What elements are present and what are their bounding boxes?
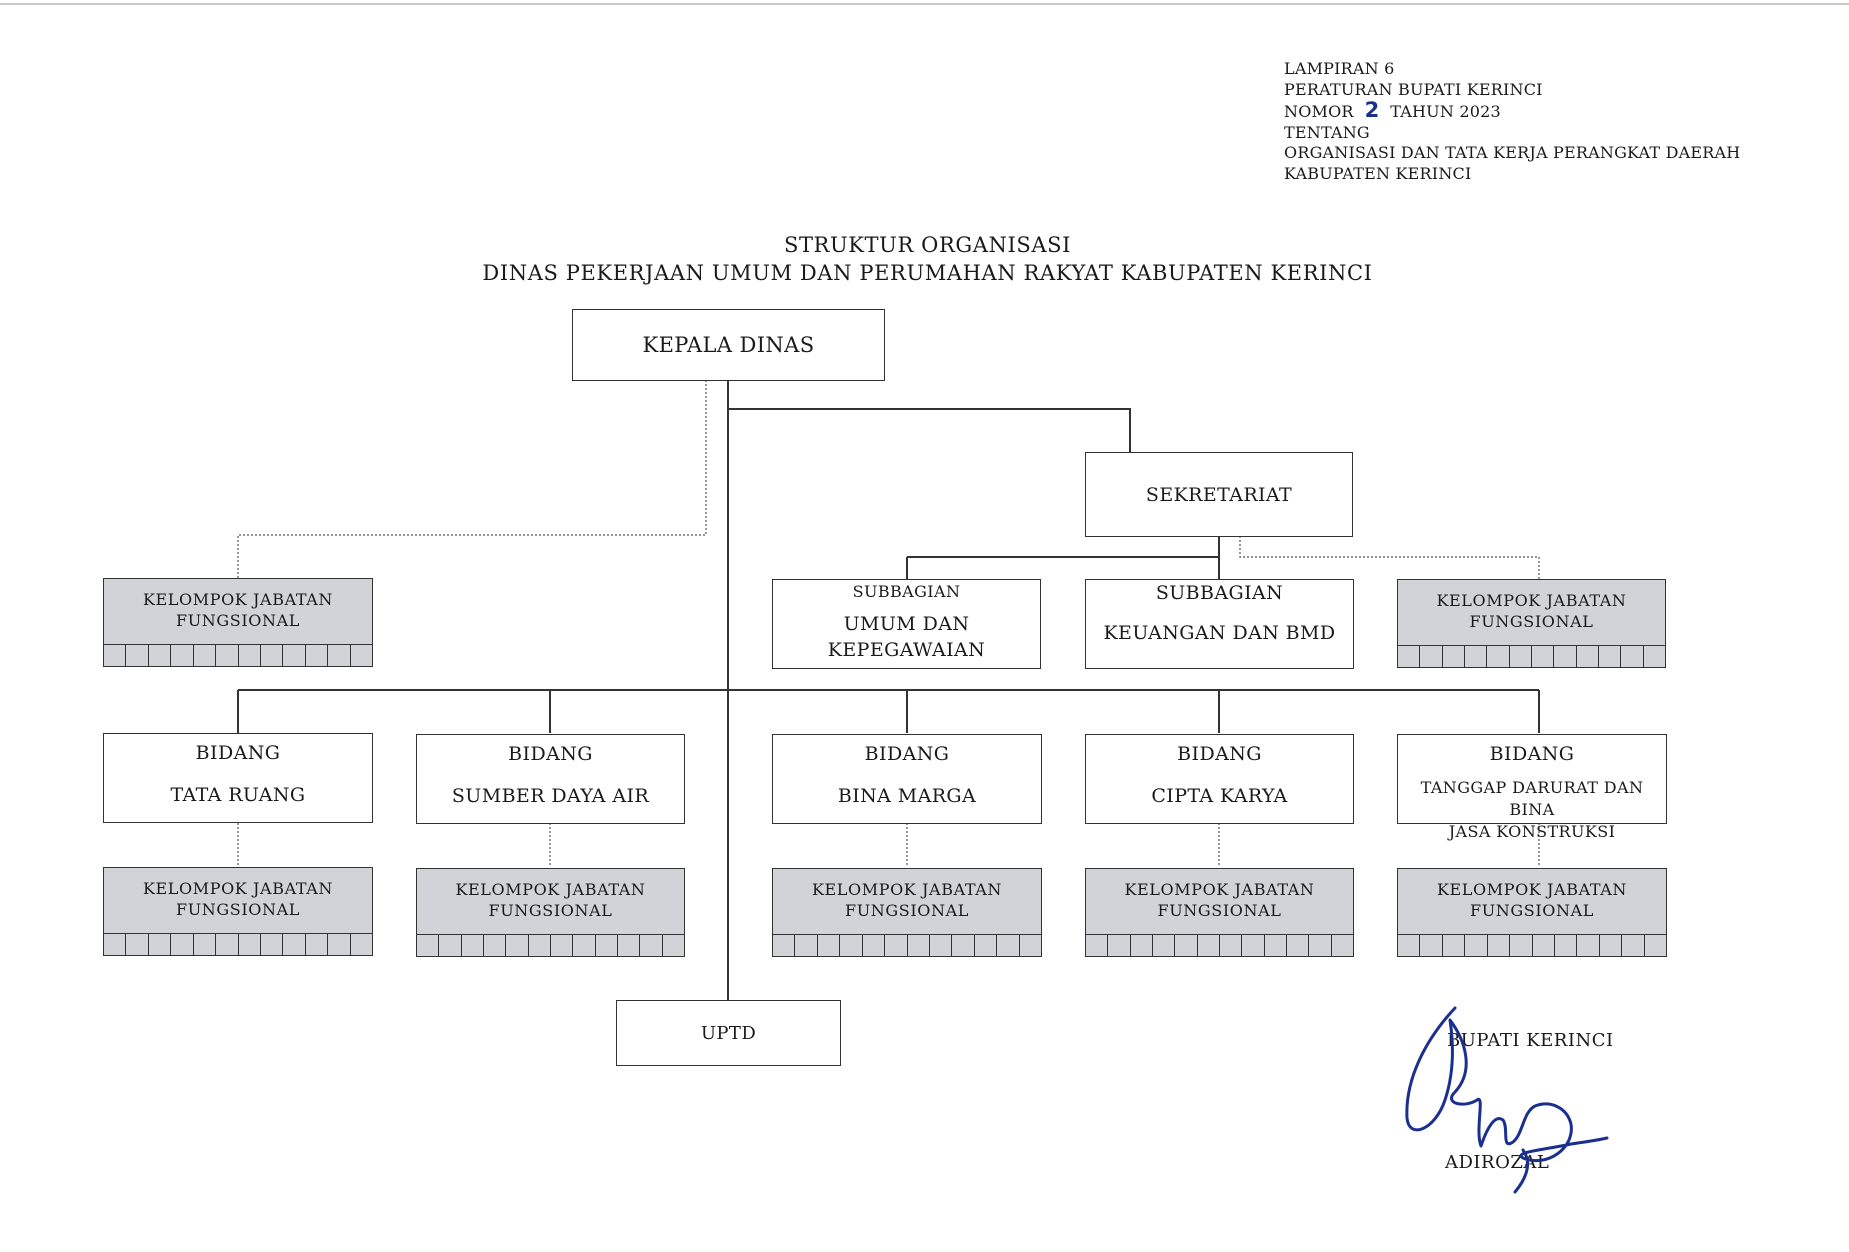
jf-grid [1398,934,1666,956]
bidang-bina-marga-box: BIDANG BINA MARGA [772,734,1042,824]
kepala-dinas-label: KEPALA DINAS [642,333,815,357]
bidang-name: BINA MARGA [837,785,977,807]
jf-line2: FUNGSIONAL [176,611,300,630]
jf-line2: FUNGSIONAL [488,901,613,920]
header-lampiran: LAMPIRAN 6 [1284,59,1395,78]
kelompok-jabatan-fungsional-sumber-daya-air-box: KELOMPOK JABATAN FUNGSIONAL [416,868,685,957]
sekretariat-box: SEKRETARIAT [1085,452,1353,537]
subbagian-umum-kepegawaian-box: SUBBAGIAN UMUM DAN KEPEGAWAIAN [772,579,1041,669]
kelompok-jabatan-fungsional-kepala-box: KELOMPOK JABATAN FUNGSIONAL [103,578,373,667]
jf-grid [773,934,1041,956]
bidang-name: TATA RUANG [170,784,306,806]
jf-grid [104,644,372,666]
uptd-box: UPTD [616,1000,841,1066]
jf-line1: KELOMPOK JABATAN [1436,880,1628,899]
subbagian-umum-line2: KEPEGAWAIAN [827,639,986,661]
jf-line1: KELOMPOK JABATAN [142,590,334,609]
jf-grid [1398,645,1665,667]
jf-line2: FUNGSIONAL [1470,901,1594,920]
subbagian-label: SUBBAGIAN [852,582,961,601]
jf-right-dotted-connector [1239,536,1540,579]
jf-line2: FUNGSIONAL [1157,901,1282,920]
bidang-label: BIDANG [508,743,593,765]
jf-line1: KELOMPOK JABATAN [1124,880,1315,899]
header-nomor: NOMOR 2 TAHUN 2023 [1284,100,1740,123]
kelompok-jabatan-fungsional-tata-ruang-box: KELOMPOK JABATAN FUNGSIONAL [103,867,373,956]
subbagian-keuangan-name: KEUANGAN DAN BMD [1103,622,1336,644]
bidang-name: TANGGAP DARURAT DAN BINA JASA KONSTRUKSI [1398,777,1666,843]
jf-line2: FUNGSIONAL [845,901,969,920]
bidang-cipta-karya-box: BIDANG CIPTA KARYA [1085,734,1354,824]
bidang-tata-ruang-box: BIDANG TATA RUANG [103,733,373,823]
kelompok-jabatan-fungsional-cipta-karya-box: KELOMPOK JABATAN FUNGSIONAL [1085,868,1354,957]
bidang-name: CIPTA KARYA [1151,785,1288,807]
bidang-name-line1: TANGGAP DARURAT DAN BINA [1420,778,1644,819]
sekretariat-connector [728,408,1131,452]
bidang-sumber-daya-air-box: BIDANG SUMBER DAYA AIR [416,734,685,824]
bidang-name-line2: JASA KONSTRUKSI [1448,822,1616,841]
bidang-label: BIDANG [864,743,950,765]
subbagian-umum-line1: UMUM DAN [843,613,970,635]
header-nomor-label: NOMOR [1284,102,1354,121]
jf-line1: KELOMPOK JABATAN [455,880,646,899]
bidang-label: BIDANG [1489,743,1575,765]
header-region: KABUPATEN KERINCI [1284,163,1472,183]
uptd-label: UPTD [700,1022,757,1044]
signature-title: BUPATI KERINCI [1447,1030,1614,1051]
header-peraturan: PERATURAN BUPATI KERINCI [1284,79,1543,99]
bidang-name: SUMBER DAYA AIR [451,785,650,807]
jf-grid [417,934,684,956]
jf-left-dotted-connector [237,380,707,578]
kepala-dinas-box: KEPALA DINAS [572,309,885,381]
jf-line1: KELOMPOK JABATAN [142,879,334,898]
bidang-label: BIDANG [195,742,281,764]
subbagian-keuangan-bmd-box: SUBBAGIAN KEUANGAN DAN BMD [1085,579,1354,669]
subbagian-label: SUBBAGIAN [1155,582,1284,604]
header-tentang: TENTANG [1284,122,1370,142]
chart-title: STRUKTUR ORGANISASI [783,233,1072,257]
header-subject: ORGANISASI DAN TATA KERJA PERANGKAT DAER… [1284,143,1741,162]
jf-line2: FUNGSIONAL [176,900,300,919]
jf-line1: KELOMPOK JABATAN [811,880,1003,899]
bidang-tanggap-darurat-box: BIDANG TANGGAP DARURAT DAN BINA JASA KON… [1397,734,1667,841]
kelompok-jabatan-fungsional-sekretariat-box: KELOMPOK JABATAN FUNGSIONAL [1397,579,1666,668]
chart-subtitle: DINAS PEKERJAAN UMUM DAN PERUMAHAN RAKYA… [482,261,1373,285]
scan-top-edge [0,3,1849,5]
sekretariat-label: SEKRETARIAT [1145,483,1293,506]
jf-line1: KELOMPOK JABATAN [1436,591,1627,610]
kelompok-jabatan-fungsional-bina-marga-box: KELOMPOK JABATAN FUNGSIONAL [772,868,1042,957]
header-nomor-handwritten: 2 [1364,98,1380,122]
kelompok-jabatan-fungsional-tanggap-darurat-box: KELOMPOK JABATAN FUNGSIONAL [1397,868,1667,957]
jf-line2: FUNGSIONAL [1469,612,1594,631]
jf-grid [1086,934,1353,956]
handwritten-signature-icon [1405,1006,1609,1194]
bidang-label: BIDANG [1177,743,1262,765]
jf-grid [104,933,372,955]
document-header: LAMPIRAN 6 PERATURAN BUPATI KERINCI NOMO… [1284,59,1740,184]
header-tahun: TAHUN 2023 [1390,102,1501,121]
